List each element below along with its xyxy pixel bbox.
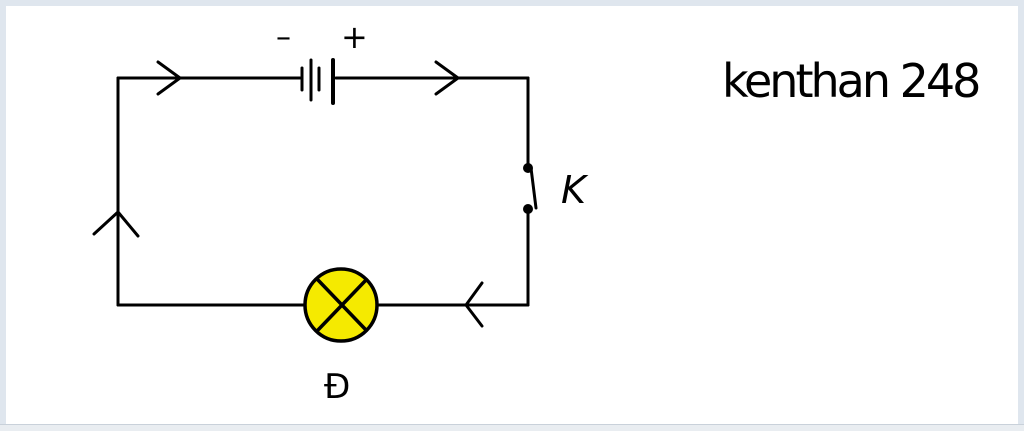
battery (300, 58, 335, 105)
battery-plus-label: + (341, 18, 368, 56)
bottom-status-strip (0, 424, 1024, 431)
arrow-top-right-icon (434, 60, 460, 96)
author-signature: kenthan 248 (722, 54, 979, 108)
switch (523, 163, 538, 214)
switch-label: K (561, 168, 589, 212)
switch-contact-bottom (523, 204, 533, 214)
arrow-left-icon (92, 210, 140, 238)
lamp (303, 267, 379, 343)
lamp-cross-2 (316, 278, 368, 332)
switch-lever (529, 166, 538, 210)
current-arrows (92, 60, 484, 328)
circuit-wires (116, 76, 530, 307)
battery-minus-label: – (276, 20, 291, 55)
arrow-top-left-icon (156, 60, 182, 96)
arrow-bottom-icon (464, 281, 484, 328)
lamp-label: Đ (324, 367, 350, 407)
